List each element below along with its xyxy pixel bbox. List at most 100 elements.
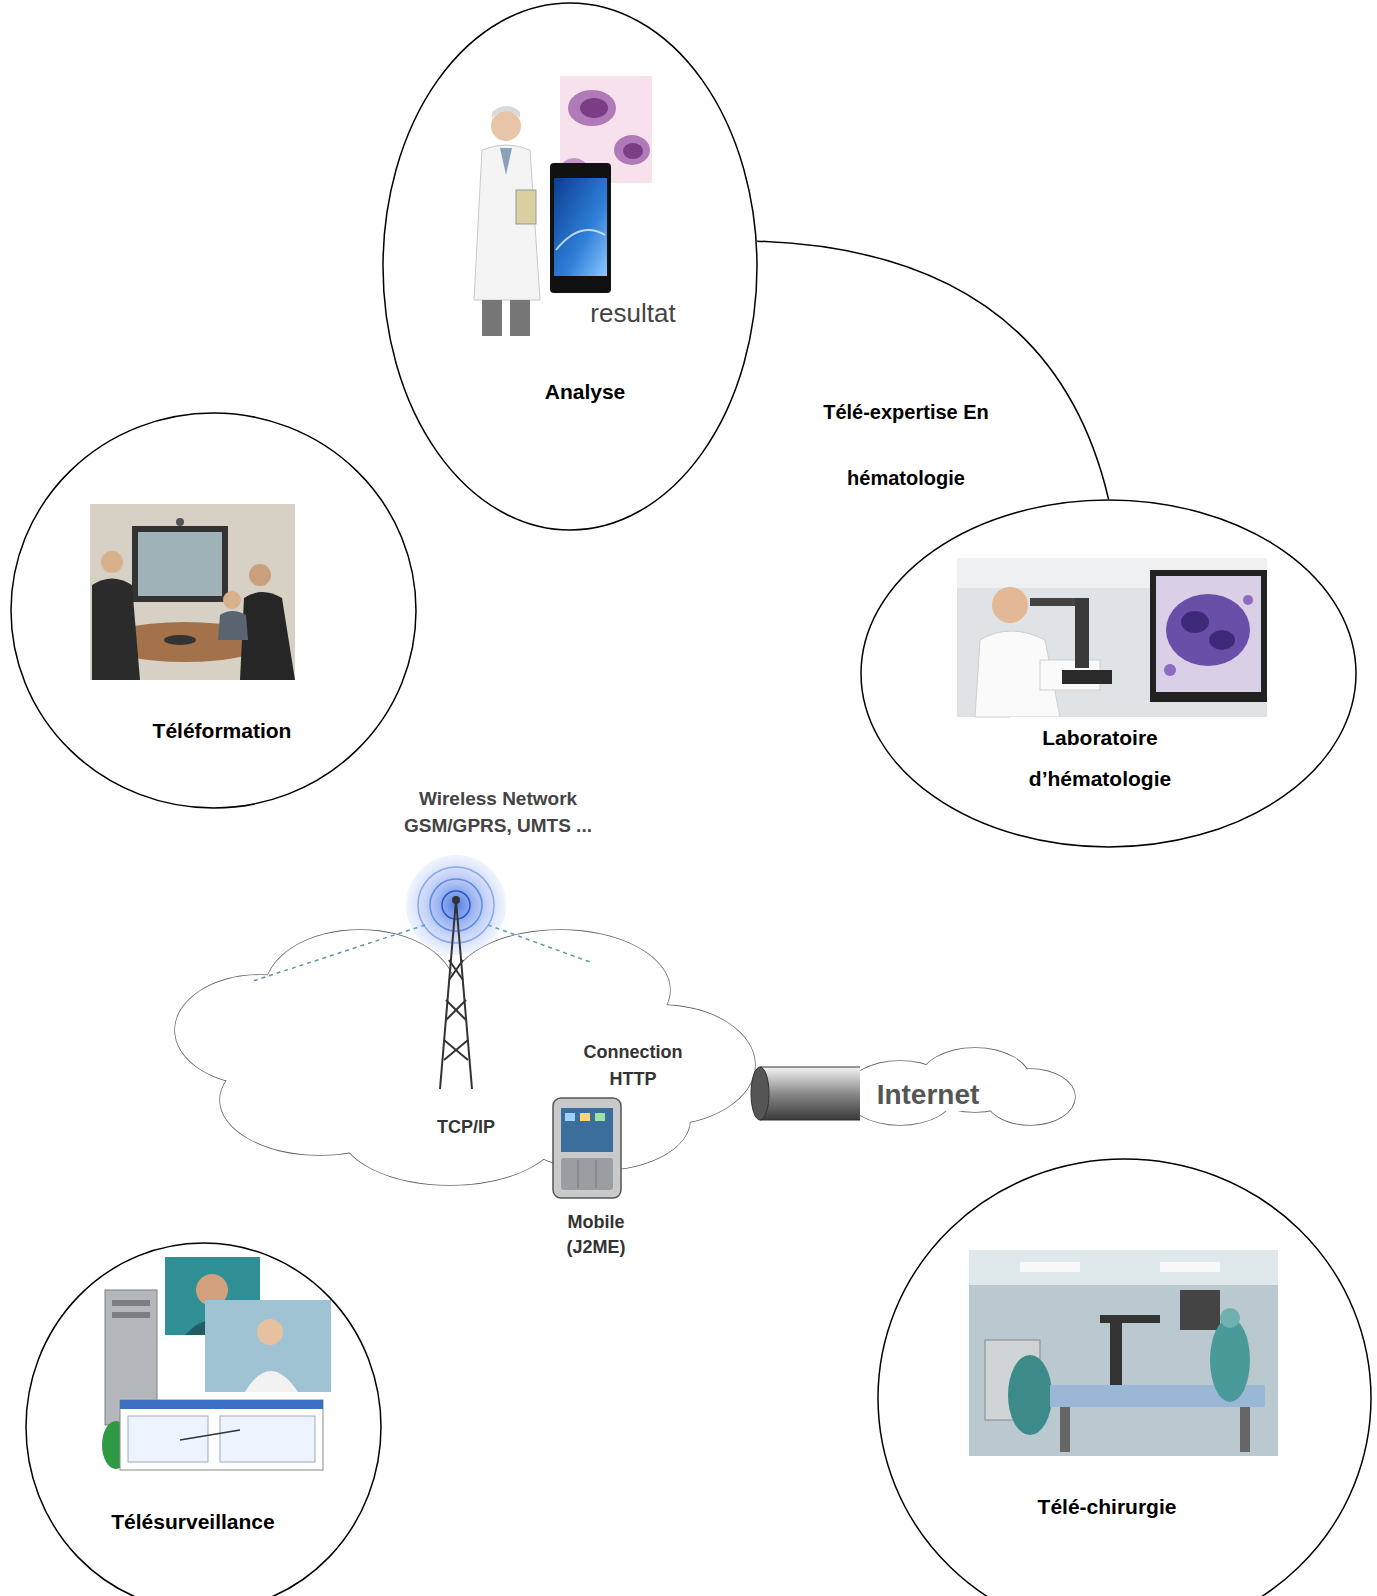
antenna-tower xyxy=(453,897,459,903)
surgery-photo xyxy=(969,1250,1278,1285)
lab-photo xyxy=(1164,664,1176,676)
node-label: resultat xyxy=(587,297,678,330)
doctor-figure xyxy=(500,148,512,175)
monitoring-collage xyxy=(128,1416,208,1462)
edge-label-holder: Télé-expertise En hématologie xyxy=(820,379,992,511)
ellipse-outline xyxy=(382,2,758,531)
network-label: Internet xyxy=(874,1079,983,1111)
meeting-photo xyxy=(164,635,196,645)
ellipse-node: Télésurveillance xyxy=(25,1242,382,1596)
monitoring-collage xyxy=(205,1300,331,1392)
cells-image xyxy=(568,90,616,126)
antenna-tower xyxy=(456,900,472,1089)
smartphone xyxy=(554,178,607,276)
network-label: TCP/IP xyxy=(434,1115,498,1139)
network-label-holder: Internet xyxy=(853,1079,1003,1111)
wireless-link xyxy=(250,925,425,982)
internet-pipe xyxy=(751,1067,769,1120)
monitoring-collage xyxy=(102,1257,331,1470)
smartphone xyxy=(550,163,611,293)
cells-image xyxy=(580,98,608,118)
lab-photo xyxy=(992,587,1028,623)
mobile-phone xyxy=(553,1098,621,1198)
mobile-phone xyxy=(561,1108,613,1152)
network-label: Mobile (J2ME) xyxy=(551,1210,641,1260)
lab-photo xyxy=(1030,598,1075,606)
meeting-photo xyxy=(101,551,123,573)
lab-photo xyxy=(1166,594,1250,666)
antenna-tower xyxy=(446,1000,466,1020)
node-label: Laboratoire d’hématologie xyxy=(1010,717,1190,799)
wireless-link xyxy=(488,925,590,962)
network-cloud xyxy=(175,930,1075,1185)
ellipse-outline xyxy=(878,1159,1371,1596)
monitoring-collage xyxy=(180,1430,240,1440)
surgery-photo xyxy=(969,1250,1278,1456)
network-label: Connection HTTP xyxy=(566,1039,701,1093)
network-cloud xyxy=(985,1069,1075,1125)
surgery-photo xyxy=(1160,1262,1220,1272)
meeting-photo xyxy=(223,591,241,609)
cells-image xyxy=(623,143,643,159)
lab-photo xyxy=(1075,598,1089,668)
lab-photo xyxy=(1243,595,1253,605)
meeting-photo xyxy=(132,526,228,602)
ellipse-node: Télé-chirurgie xyxy=(877,1158,1372,1596)
network-label-holder: Mobile (J2ME) xyxy=(551,1210,641,1260)
lab-photo xyxy=(957,558,1267,717)
meeting-photo xyxy=(90,504,295,680)
ellipse-outline xyxy=(10,412,417,809)
network-cloud xyxy=(985,1069,1075,1125)
lab-photo xyxy=(1150,570,1267,702)
meeting-photo xyxy=(176,518,184,526)
antenna-tower xyxy=(449,960,463,980)
monitoring-collage xyxy=(257,1319,283,1345)
internet-pipe xyxy=(760,1067,860,1068)
node-label-holder: Analyse xyxy=(500,379,670,405)
mobile-phone xyxy=(561,1158,613,1190)
lab-photo xyxy=(1209,630,1235,650)
node-label: Télé-chirurgie xyxy=(1035,1494,1180,1520)
mobile-phone xyxy=(596,1160,597,1188)
surgery-photo xyxy=(1110,1320,1122,1385)
ellipse-node: Téléformation xyxy=(10,412,417,809)
internet-pipe xyxy=(760,1120,860,1121)
meeting-photo xyxy=(249,564,271,586)
ellipse-outline xyxy=(11,413,416,808)
node-label-holder: Télé-chirurgie xyxy=(997,1494,1217,1520)
ellipse-outline xyxy=(877,1158,1372,1596)
antenna-tower xyxy=(440,897,472,1089)
node-label: Télésurveillance xyxy=(108,1509,277,1535)
ellipse-outline xyxy=(383,3,757,530)
edge-label: Télé-expertise En hématologie xyxy=(820,379,992,511)
node-label-holder: Télésurveillance xyxy=(83,1509,303,1535)
surgery-photo xyxy=(1210,1318,1250,1402)
surgery-photo xyxy=(1240,1407,1250,1452)
network-label: Wireless Network GSM/GPRS, UMTS ... xyxy=(391,785,606,839)
doctor-figure xyxy=(474,106,540,336)
antenna-tower xyxy=(444,1040,468,1060)
lab-photo xyxy=(957,558,1267,717)
doctor-figure xyxy=(474,145,540,300)
doctor-figure xyxy=(510,300,530,336)
surgery-photo xyxy=(1180,1290,1220,1330)
network-label-holder: Connection HTTP xyxy=(566,1039,701,1093)
mobile-phone xyxy=(553,1098,621,1198)
lab-photo xyxy=(1181,611,1209,633)
internet-pipe xyxy=(760,1067,860,1120)
meeting-photo xyxy=(218,611,248,640)
node-label-holder: Laboratoire d’hématologie xyxy=(1010,717,1190,799)
meeting-photo xyxy=(240,592,295,680)
monitoring-collage xyxy=(112,1312,150,1318)
mobile-phone xyxy=(595,1113,605,1121)
node-label: Téléformation xyxy=(150,718,295,744)
mobile-phone xyxy=(578,1160,579,1188)
lab-photo xyxy=(1062,670,1112,684)
mobile-phone xyxy=(565,1113,575,1121)
surgery-photo xyxy=(1008,1355,1052,1435)
surgery-photo xyxy=(1220,1308,1240,1328)
antenna-tower xyxy=(446,1000,466,1020)
doctor-figure xyxy=(482,300,502,336)
doctor-figure xyxy=(492,106,520,118)
ellipse-outline xyxy=(26,1243,381,1596)
